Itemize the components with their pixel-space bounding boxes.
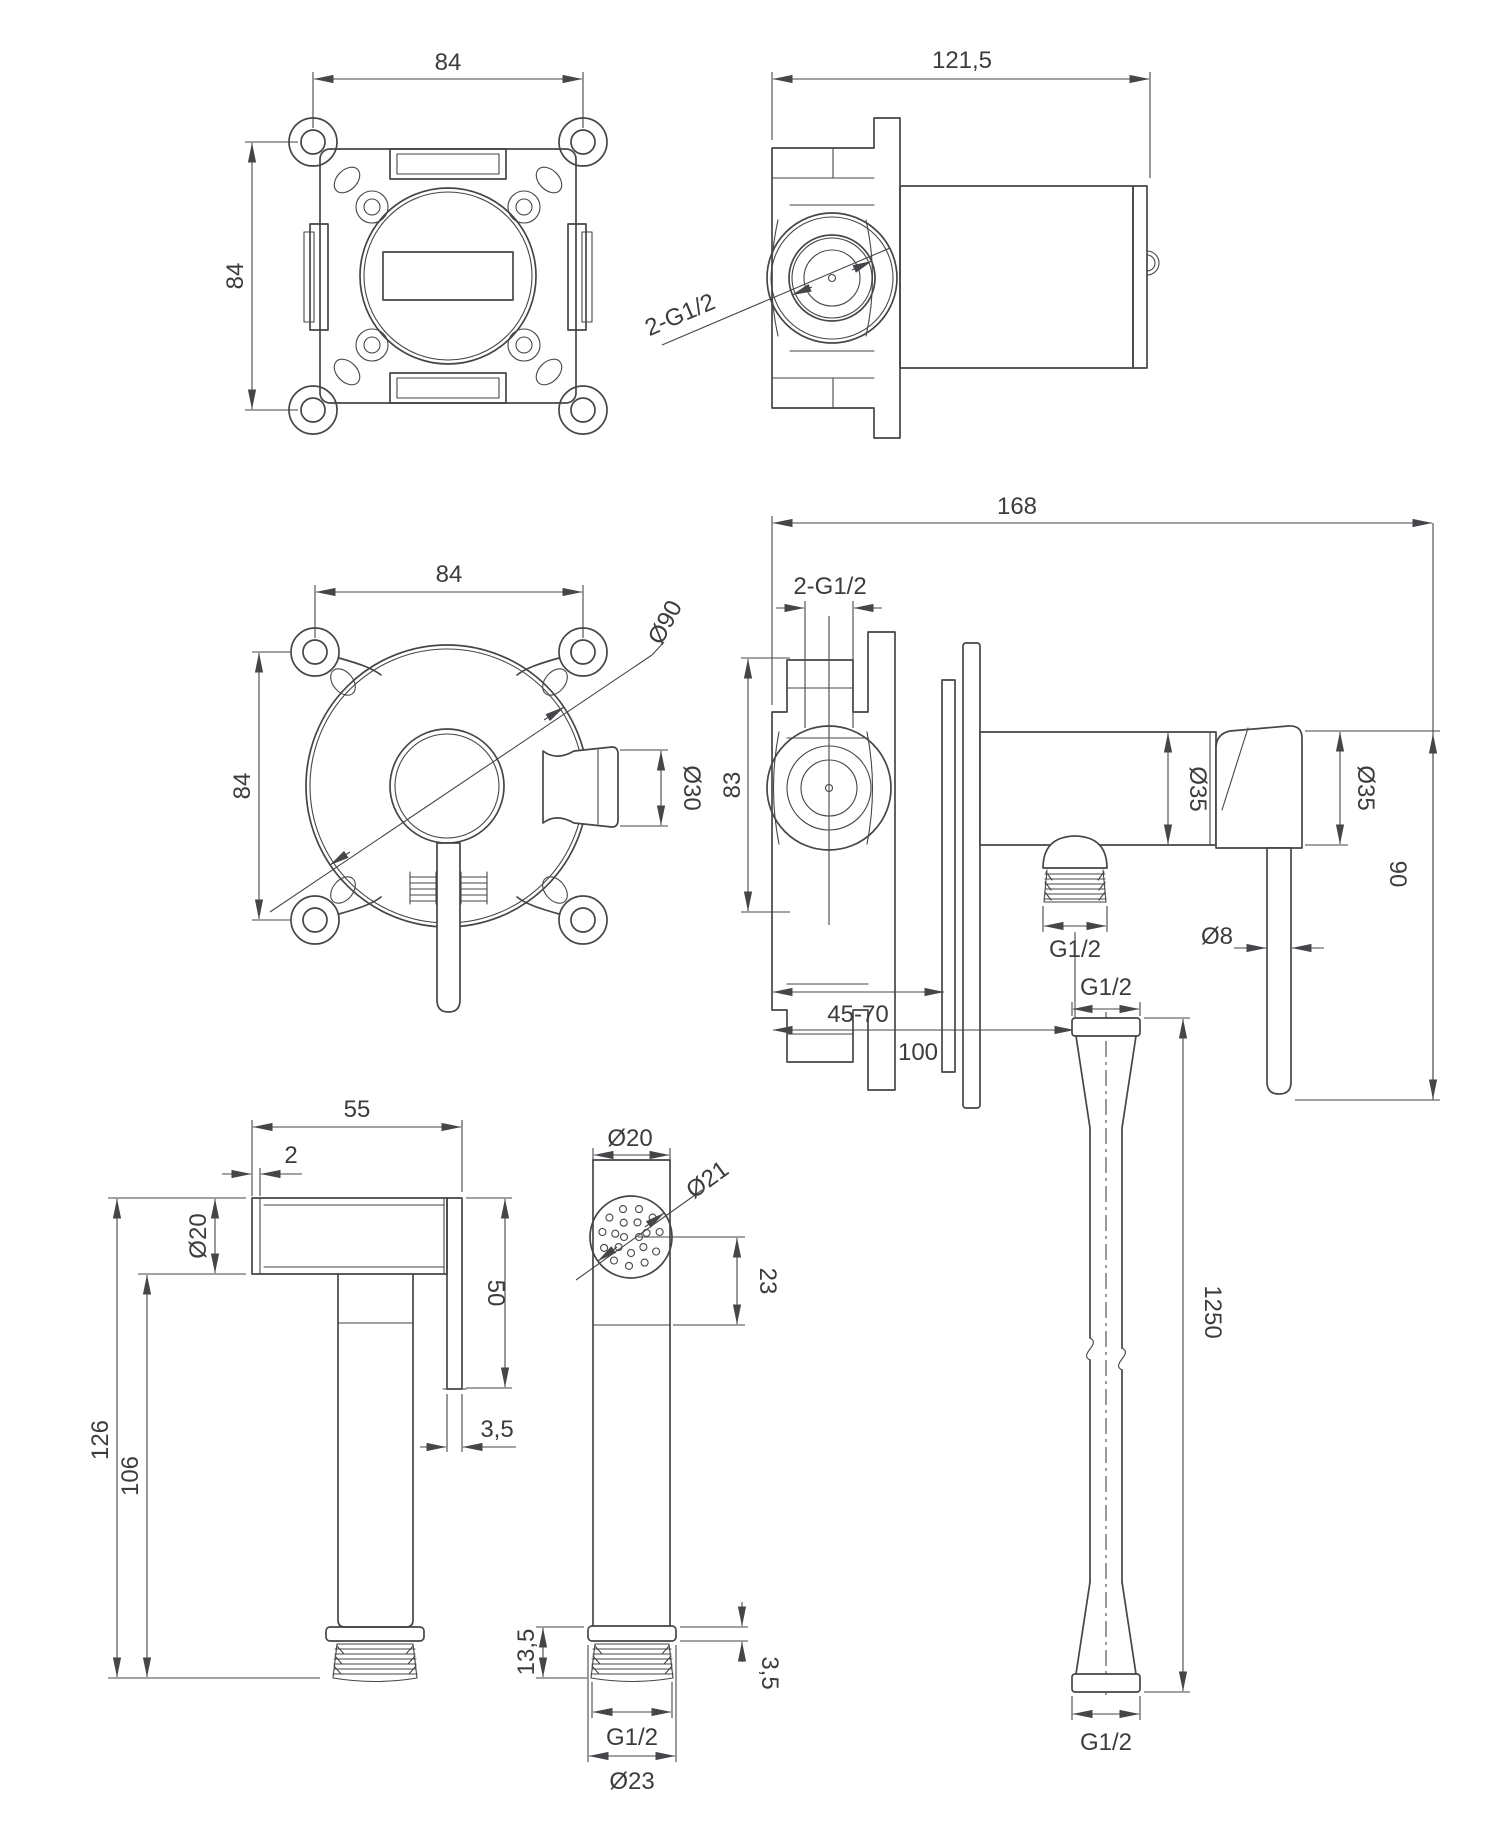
dim-mixer-side-outlet-offset: 100 bbox=[898, 1039, 938, 1066]
dim-spray-side-ring: 2 bbox=[284, 1142, 297, 1169]
dim-mixer-side-depth-range: 45-70 bbox=[827, 1001, 888, 1028]
dim-spray-front-flange: 3,5 bbox=[756, 1656, 783, 1689]
dim-mixer-side-holder: Ø35 bbox=[1352, 765, 1379, 810]
mixer-trim-side-view: 168 2-G1/2 83 bbox=[719, 493, 1440, 1109]
rough-in-box-front-view: 84 84 bbox=[222, 49, 608, 435]
dim-mixer-side-handle: 90 bbox=[1384, 861, 1411, 888]
dim-box-side-ports: 2-G1/2 bbox=[641, 288, 719, 342]
dim-mixer-side-ports: 2-G1/2 bbox=[793, 573, 866, 600]
dim-hose-thread-bottom: G1/2 bbox=[1080, 1729, 1132, 1756]
dim-hose-thread-top: G1/2 bbox=[1080, 974, 1132, 1001]
dim-box-front-width: 84 bbox=[435, 49, 462, 76]
dim-mixer-front-plate: Ø90 bbox=[643, 596, 688, 649]
rough-in-box-side-view: 121,5 2-G1/2 bbox=[641, 47, 1160, 439]
dim-box-side-depth: 121,5 bbox=[932, 47, 992, 74]
dim-spray-front-nut: 13,5 bbox=[513, 1629, 540, 1676]
dim-spray-side-grip: 106 bbox=[117, 1456, 144, 1496]
dim-spray-side-head: Ø20 bbox=[185, 1213, 212, 1258]
dim-hose-length: 1250 bbox=[1199, 1285, 1226, 1338]
dim-spray-side-rod: 3,5 bbox=[480, 1416, 513, 1443]
shower-hose-view: G1/2 1250 G1/2 bbox=[1071, 974, 1226, 1756]
dim-spray-front-flange-dia: Ø23 bbox=[609, 1768, 654, 1795]
dim-spray-front-thread: G1/2 bbox=[606, 1724, 658, 1751]
handspray-side-view: 55 2 Ø20 50 3,5 126 106 bbox=[87, 1096, 516, 1683]
dim-spray-side-drop: 50 bbox=[482, 1280, 509, 1307]
dim-mixer-front-holder: Ø30 bbox=[678, 765, 705, 810]
dim-mixer-side-body-height: 83 bbox=[719, 772, 746, 799]
dim-spray-front-head: Ø20 bbox=[607, 1125, 652, 1152]
dim-mixer-side-rod: Ø8 bbox=[1201, 923, 1233, 950]
dim-spray-side-total: 126 bbox=[87, 1420, 114, 1460]
dim-mixer-front-width: 84 bbox=[436, 561, 463, 588]
dim-box-front-height: 84 bbox=[222, 263, 249, 290]
dim-mixer-side-pipe: Ø35 bbox=[1184, 766, 1211, 811]
mixer-trim-front-view: 84 84 bbox=[229, 561, 705, 1013]
dim-spray-front-face: Ø21 bbox=[681, 1156, 734, 1205]
dim-spray-side-length: 55 bbox=[344, 1096, 371, 1123]
dim-spray-front-offset: 23 bbox=[754, 1268, 781, 1295]
dim-mixer-front-height: 84 bbox=[229, 773, 256, 800]
dim-mixer-side-total: 168 bbox=[997, 493, 1037, 520]
handspray-front-view: Ø20 Ø21 23 bbox=[513, 1125, 783, 1795]
